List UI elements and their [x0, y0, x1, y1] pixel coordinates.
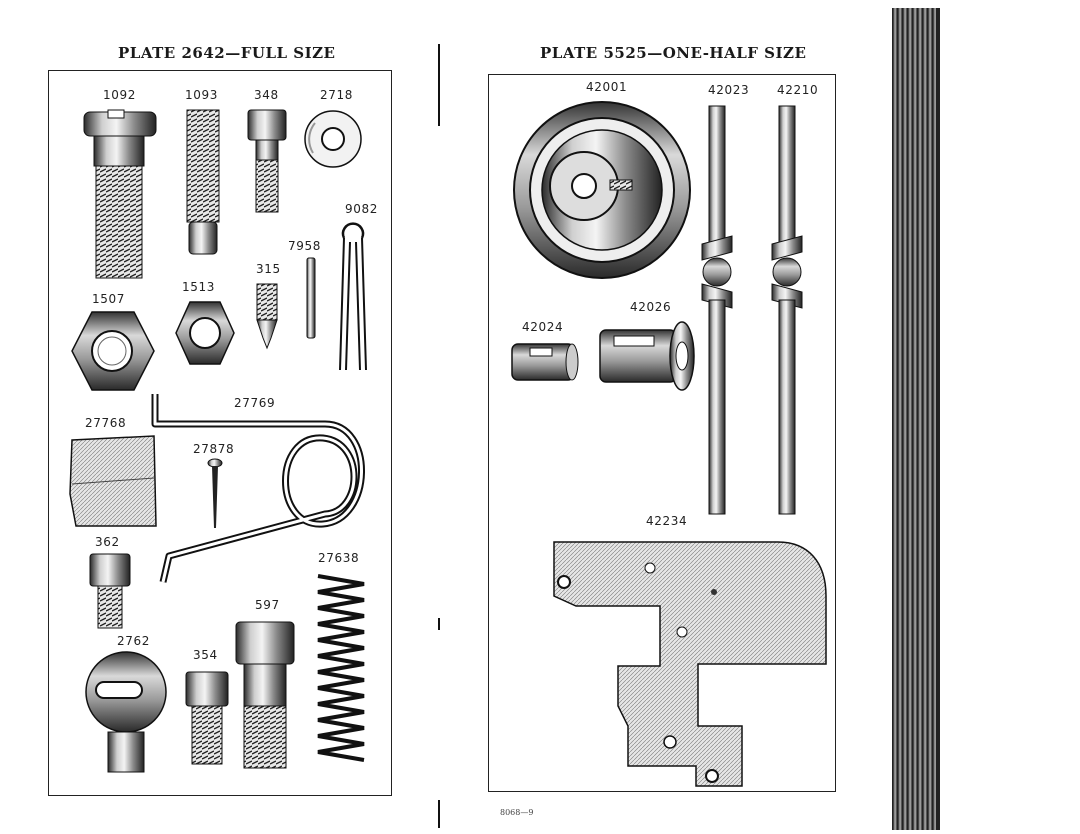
part-1092-cap-screw [82, 108, 158, 284]
label-42001: 42001 [586, 80, 628, 94]
label-2762: 2762 [117, 634, 150, 648]
label-42234: 42234 [646, 514, 688, 528]
left-plate-title: PLATE 2642—FULL SIZE [118, 44, 336, 62]
book-edge-spine [936, 8, 940, 830]
label-1093: 1093 [185, 88, 218, 102]
label-1092: 1092 [103, 88, 136, 102]
label-27769: 27769 [234, 396, 276, 410]
label-362: 362 [95, 535, 120, 549]
part-7958-pin [305, 256, 317, 340]
part-27878-nail [206, 458, 224, 530]
label-1507: 1507 [92, 292, 125, 306]
part-2762-eye-bolt [84, 650, 168, 774]
part-354-cap-screw [184, 670, 230, 766]
page-fold-line [438, 44, 440, 126]
page-footer-code: 8068—9 [500, 808, 534, 817]
part-1507-hex-nut [70, 310, 156, 392]
part-362-cap-screw [88, 552, 132, 630]
part-42210-shaft [762, 104, 812, 518]
book-edge-binding [892, 8, 936, 830]
part-9082-cotter-pin [336, 220, 370, 372]
part-597-cap-screw [234, 620, 296, 770]
label-1513: 1513 [182, 280, 215, 294]
part-1093-threaded-stud [185, 108, 221, 256]
page-fold-mark-bottom [438, 800, 440, 828]
label-27768: 27768 [85, 416, 127, 430]
page-fold-mark [438, 618, 440, 630]
part-315-set-screw [255, 282, 279, 350]
label-315: 315 [256, 262, 281, 276]
part-27768-block [68, 434, 160, 528]
part-42001-pulley [512, 100, 692, 280]
part-42234-plate [546, 536, 830, 788]
label-9082: 9082 [345, 202, 378, 216]
part-42024-collar [508, 338, 580, 384]
part-42026-flanged-bushing [596, 320, 698, 392]
part-1513-hex-nut [174, 300, 236, 366]
label-42023: 42023 [708, 83, 750, 97]
label-7958: 7958 [288, 239, 321, 253]
right-plate-title: PLATE 5525—ONE-HALF SIZE [540, 44, 807, 62]
label-42024: 42024 [522, 320, 564, 334]
label-27878: 27878 [193, 442, 235, 456]
label-2718: 2718 [320, 88, 353, 102]
part-27638-coil-spring [314, 570, 368, 766]
label-42026: 42026 [630, 300, 672, 314]
label-42210: 42210 [777, 83, 819, 97]
label-348: 348 [254, 88, 279, 102]
part-2718-washer [303, 109, 363, 169]
part-42023-shaft [692, 104, 742, 518]
label-597: 597 [255, 598, 280, 612]
label-27638: 27638 [318, 551, 360, 565]
label-354: 354 [193, 648, 218, 662]
part-27769-torsion-spring [145, 390, 375, 590]
part-348-cap-screw [246, 108, 288, 214]
